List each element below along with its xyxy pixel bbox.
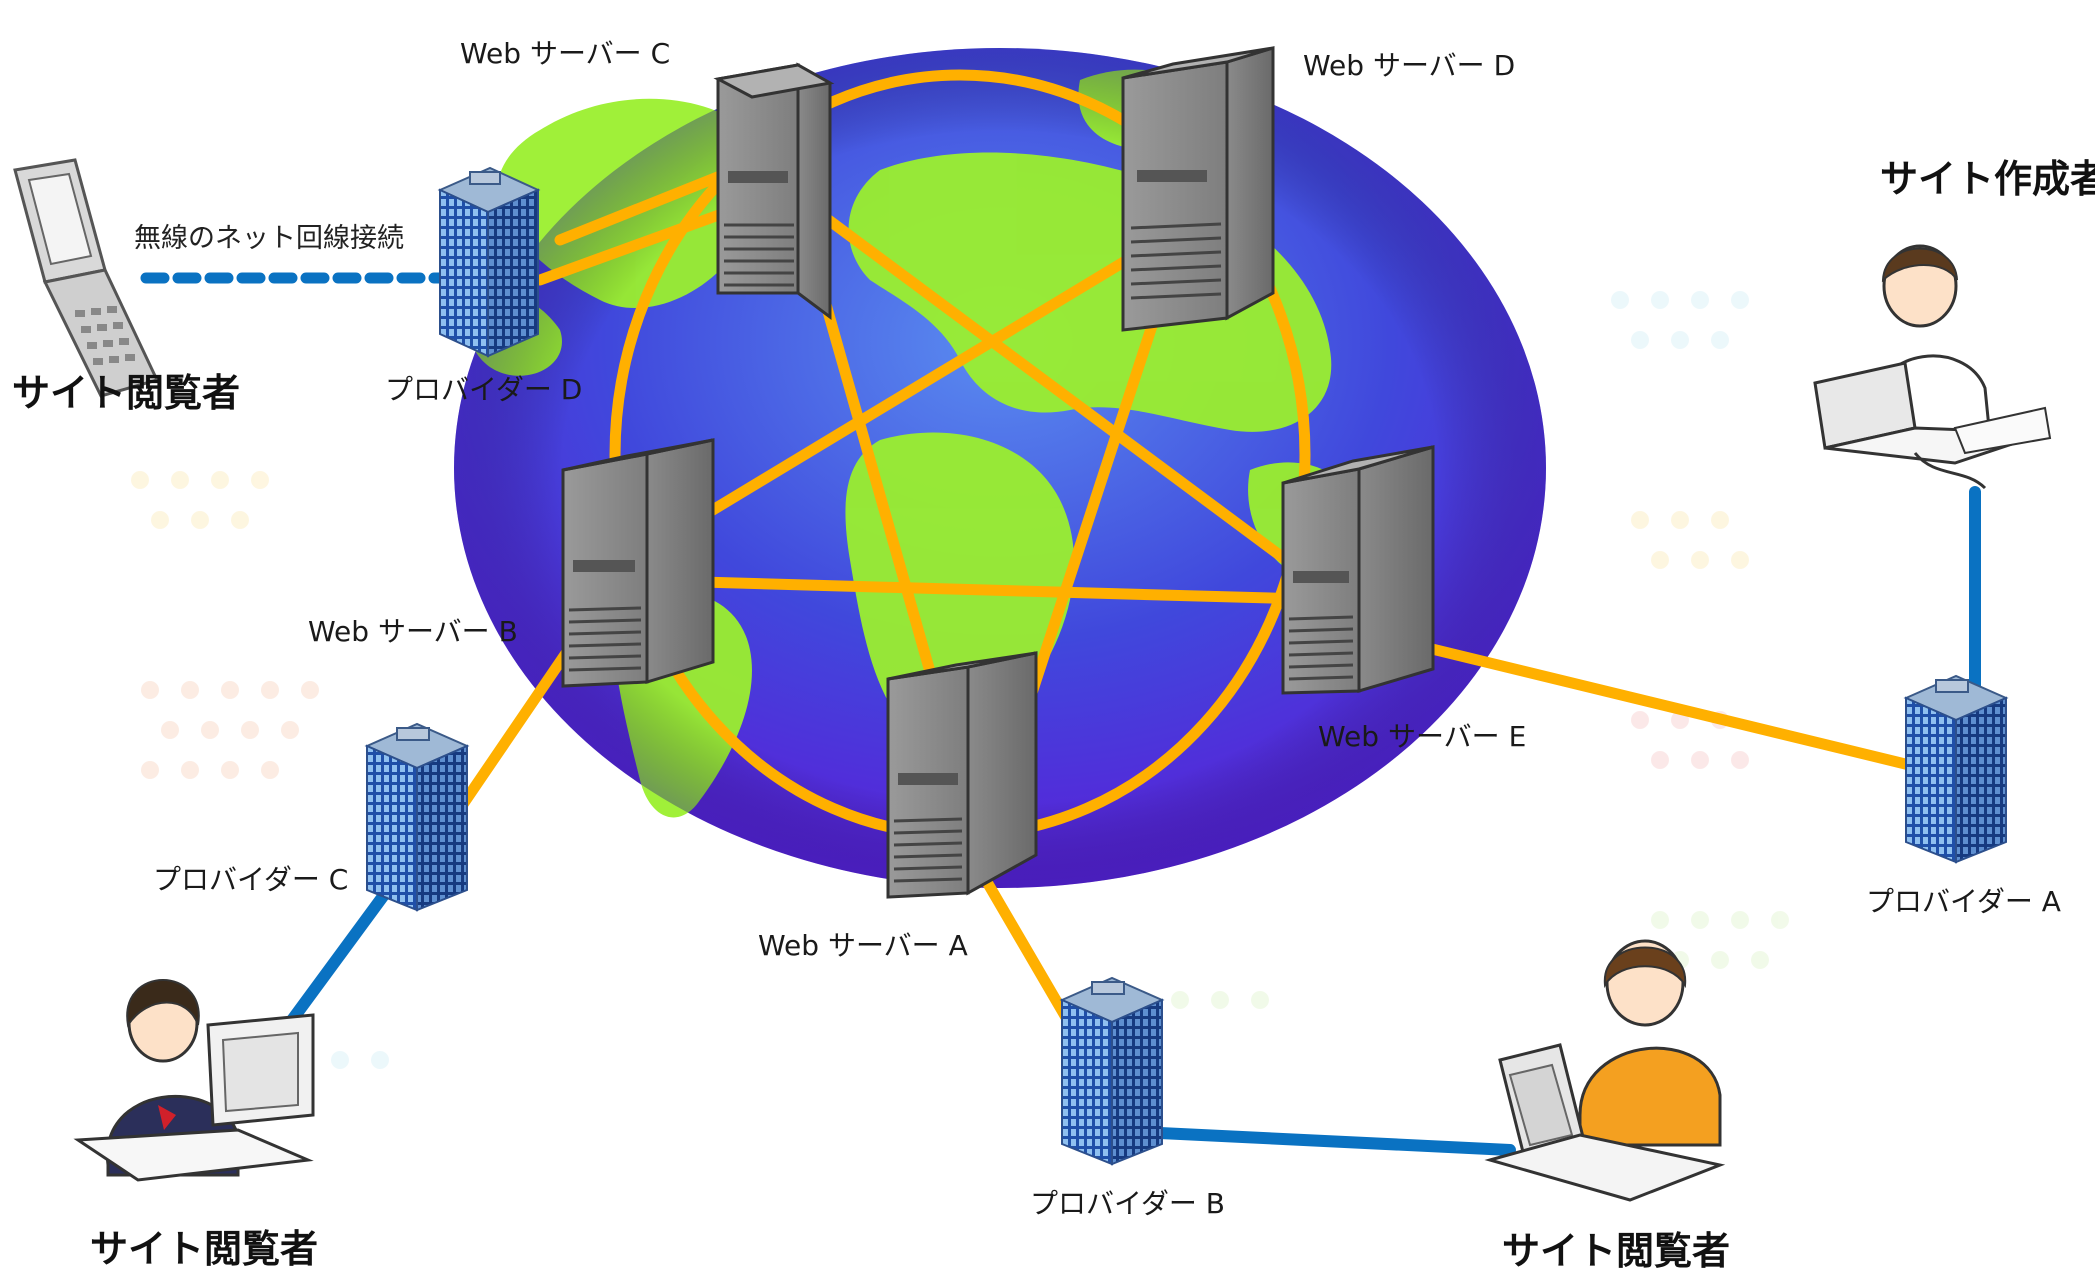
site-viewer-label-top-left: サイト閲覧者 bbox=[12, 371, 241, 415]
office-building-icon bbox=[437, 166, 541, 358]
viewer-bottom-right-figure bbox=[1484, 939, 1726, 1202]
server-e bbox=[1281, 444, 1435, 695]
background-decor bbox=[131, 291, 1789, 1069]
server-e-label: Web サーバー E bbox=[1318, 720, 1527, 753]
server-icon bbox=[713, 62, 835, 320]
server-b-label: Web サーバー B bbox=[308, 615, 518, 648]
server-icon bbox=[561, 438, 715, 688]
server-c bbox=[713, 62, 835, 320]
office-building-icon bbox=[364, 722, 470, 912]
server-icon bbox=[1281, 444, 1435, 695]
provider-c bbox=[364, 722, 470, 912]
provider-d bbox=[437, 166, 541, 358]
provider-a bbox=[1903, 674, 2009, 864]
server-d-label: Web サーバー D bbox=[1303, 49, 1516, 82]
site-viewer-label-bottom-left: サイト閲覧者 bbox=[90, 1227, 319, 1271]
viewer-bottom-left-figure bbox=[73, 979, 315, 1182]
server-d bbox=[1121, 45, 1275, 332]
server-a bbox=[886, 651, 1038, 899]
server-c-label: Web サーバー C bbox=[460, 37, 671, 70]
wireless-connection-label: 無線のネット回線接続 bbox=[134, 223, 404, 254]
office-building-icon bbox=[1059, 976, 1165, 1166]
site-viewer-label-bottom-right: サイト閲覧者 bbox=[1502, 1229, 1731, 1273]
mobile-phone-icon bbox=[13, 158, 160, 398]
server-icon bbox=[886, 651, 1038, 899]
server-b bbox=[561, 438, 715, 688]
office-building-icon bbox=[1903, 674, 2009, 864]
person-at-computer-icon bbox=[1484, 939, 1726, 1202]
person-at-computer-icon bbox=[73, 979, 315, 1182]
provider-a-label: プロバイダー A bbox=[1866, 885, 2061, 918]
site-creator-figure bbox=[1813, 244, 2052, 490]
provider-b bbox=[1059, 976, 1165, 1166]
site-creator-label: サイト作成者 bbox=[1880, 157, 2095, 201]
person-at-computer-icon bbox=[1813, 244, 2052, 490]
provider-c-label: プロバイダー C bbox=[153, 863, 349, 896]
provider-d-label: プロバイダー D bbox=[385, 373, 583, 406]
server-icon bbox=[1121, 45, 1275, 332]
provider-b-label: プロバイダー B bbox=[1030, 1187, 1225, 1220]
server-a-label: Web サーバー A bbox=[758, 929, 968, 962]
